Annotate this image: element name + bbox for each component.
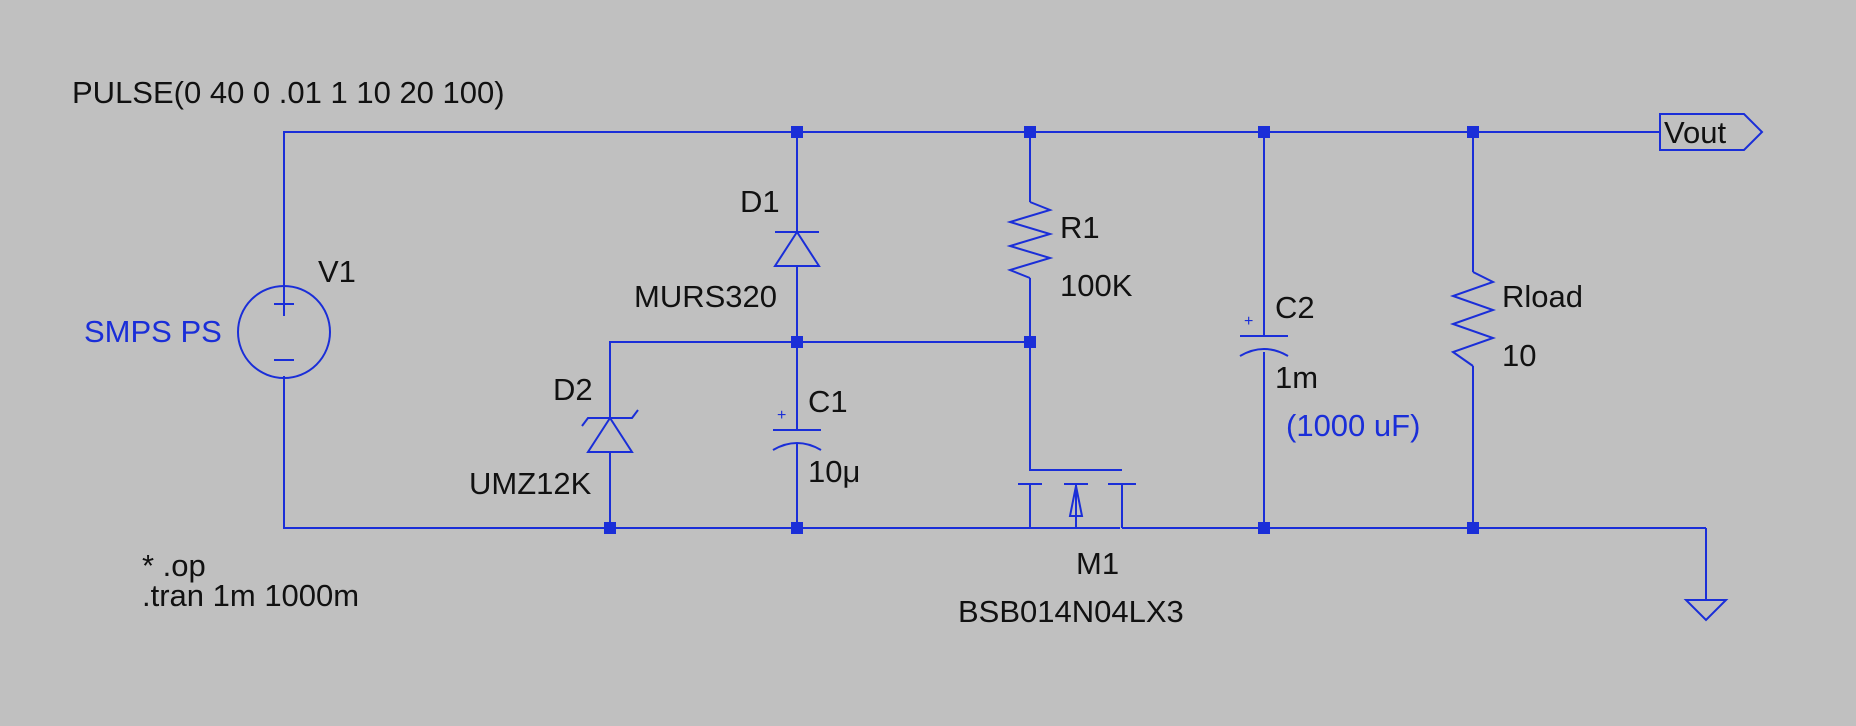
junction-node [1258,126,1270,138]
op-directive[interactable]: * .op [142,548,206,583]
voltage-source-v1[interactable] [237,285,331,379]
junction-node [791,126,803,138]
d1-value-label[interactable]: MURS320 [634,279,777,314]
c2-value-label[interactable]: 1m [1275,360,1318,395]
wire-gate [1029,342,1122,471]
mosfet-m1[interactable] [1018,483,1136,528]
c2-ref-label[interactable]: C2 [1275,290,1315,325]
d2-ref-label[interactable]: D2 [553,372,593,407]
zener-diode-d2[interactable] [581,409,639,453]
wire-mid-net [609,341,1030,418]
wire-bottom-rail [283,376,1120,529]
junction-node [791,522,803,534]
tran-directive[interactable]: .tran 1m 1000m [142,578,359,613]
junction-node [791,336,803,348]
net-flag-vout[interactable]: Vout [1659,113,1764,151]
c1-plus-sign: + [777,407,786,424]
wire-top-rail [283,131,1660,296]
c2-note-label[interactable]: (1000 uF) [1286,408,1420,443]
junction-node [604,522,616,534]
source-pulse-directive[interactable]: PULSE(0 40 0 .01 1 10 20 100) [72,75,505,110]
capacitor-c1[interactable]: + [772,407,822,451]
rload-ref-label[interactable]: Rload [1502,279,1583,314]
wires [283,131,1707,600]
resistor-rload[interactable] [1449,271,1497,367]
c1-ref-label[interactable]: C1 [808,384,848,419]
resistor-r1[interactable] [1006,201,1054,279]
v1-ref-label[interactable]: V1 [318,254,356,289]
r1-value-label[interactable]: 100K [1060,268,1133,303]
d2-value-label[interactable]: UMZ12K [469,466,592,501]
m1-ref-label[interactable]: M1 [1076,546,1119,581]
junction-node [1467,126,1479,138]
c2-plus-sign: + [1244,313,1253,330]
m1-value-label[interactable]: BSB014N04LX3 [958,594,1184,629]
junctions [604,126,1479,534]
r1-ref-label[interactable]: R1 [1060,210,1100,245]
c1-value-label[interactable]: 10μ [808,454,860,489]
net-label-vout: Vout [1664,115,1726,150]
junction-node [1467,522,1479,534]
junction-node [1024,126,1036,138]
diode-d1[interactable] [773,230,821,267]
ground-icon [1683,599,1729,622]
v1-value-label[interactable]: SMPS PS [84,314,222,349]
d1-ref-label[interactable]: D1 [740,184,780,219]
capacitor-c2[interactable]: + [1239,313,1289,357]
junction-node [1258,522,1270,534]
junction-node [1024,336,1036,348]
labels: PULSE(0 40 0 .01 1 10 20 100) V1 SMPS PS… [72,75,1583,629]
rload-value-label[interactable]: 10 [1502,338,1536,373]
